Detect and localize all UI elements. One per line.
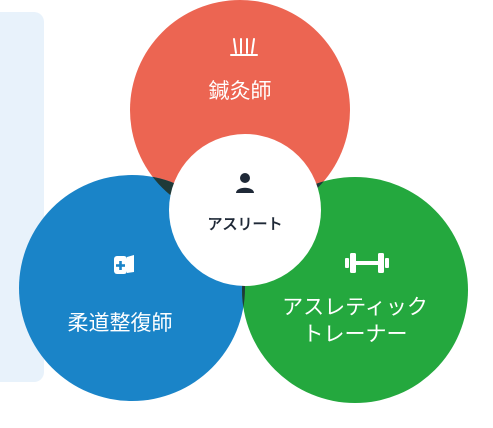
label-athletic-trainer-line-1: アスレティック bbox=[282, 295, 428, 319]
dumbbell-icon bbox=[345, 253, 389, 273]
label-judo-therapist: 柔道整復師 bbox=[67, 311, 173, 335]
acupuncture-needles-icon bbox=[230, 38, 258, 56]
label-athletic-trainer-line-2: トレーナー bbox=[302, 321, 408, 346]
label-athletic-trainer: アスレティック トレーナー bbox=[280, 294, 430, 348]
circle-athlete bbox=[169, 134, 321, 286]
person-icon bbox=[236, 173, 254, 193]
bandage-roll-icon bbox=[114, 255, 134, 274]
label-acupuncturist: 鍼灸師 bbox=[208, 79, 272, 103]
label-athlete: アスリート bbox=[207, 215, 283, 233]
